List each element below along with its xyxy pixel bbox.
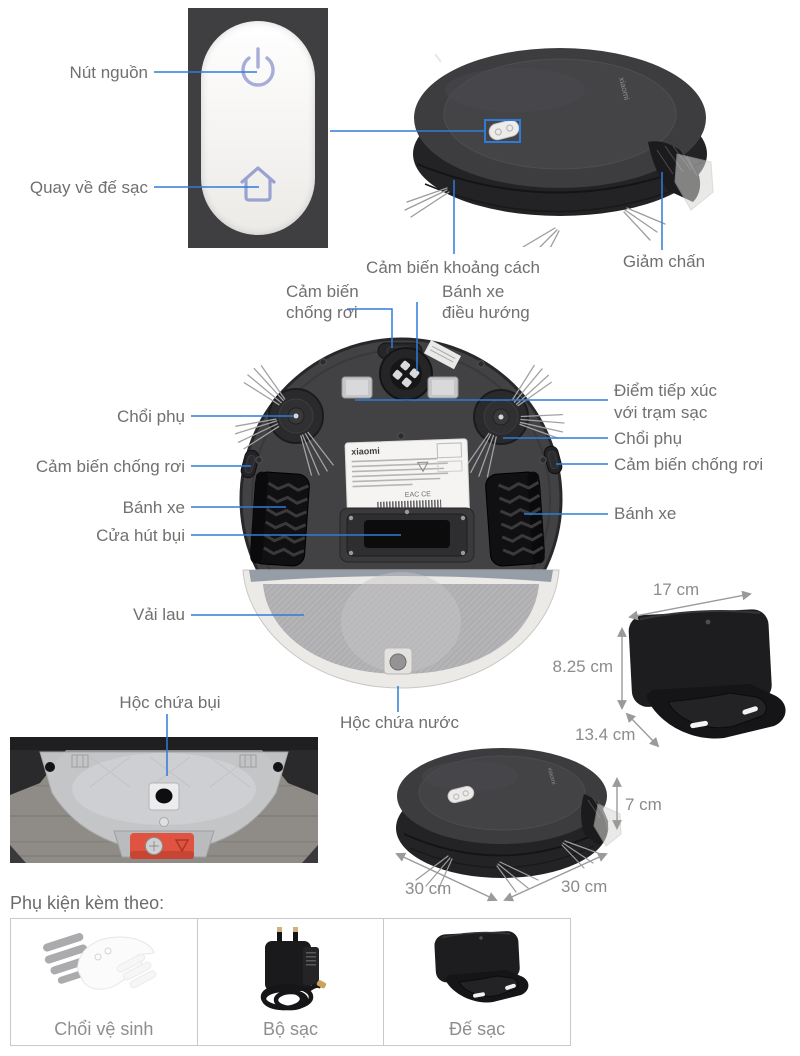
sticker-cert-marks: EAC CE bbox=[405, 491, 432, 499]
label-front-drop-sensor: Cảm biến chống rơi bbox=[286, 282, 359, 322]
suction-port bbox=[339, 507, 475, 563]
label-side-brush-left: Chổi phụ bbox=[116, 407, 185, 426]
accessories-heading: Phụ kiện kèm theo: bbox=[10, 893, 165, 913]
edge-drop-sensor-left bbox=[240, 449, 260, 479]
charging-contacts bbox=[341, 376, 459, 399]
power-icon bbox=[241, 47, 275, 87]
bin-button bbox=[148, 782, 180, 811]
side-brush-left bbox=[235, 365, 334, 476]
button-pill bbox=[201, 21, 315, 235]
top-buttons bbox=[447, 785, 475, 804]
spec-sticker: xiaomi EAC CE bbox=[344, 438, 471, 521]
dim-dock-depth: 13.4 cm bbox=[575, 725, 636, 744]
caster-wheel bbox=[379, 347, 433, 401]
cleaning-brush-icon bbox=[42, 933, 157, 990]
dim-robot-depth: 30 cm bbox=[561, 877, 608, 896]
side-brush-right bbox=[465, 364, 565, 478]
dock-photo bbox=[628, 609, 786, 739]
label-drop-sensor-right: Cảm biến chống rơi bbox=[614, 455, 764, 474]
accessory-charger: Bộ sạc bbox=[196, 919, 384, 1045]
label-mop-cloth: Vải lau bbox=[133, 605, 185, 624]
dim-robot-width: 30 cm bbox=[405, 879, 452, 898]
label-distance-sensor: Cảm biến khoảng cách bbox=[366, 258, 540, 277]
charger-icon bbox=[260, 927, 326, 1011]
home-icon bbox=[240, 166, 276, 202]
dim-dock-width: 17 cm bbox=[652, 580, 700, 599]
bin-clips bbox=[71, 754, 257, 768]
edge-drop-sensor-right bbox=[543, 445, 563, 475]
accessory-label: Chổi vệ sinh bbox=[54, 1019, 154, 1039]
label-power-button: Nút nguồn bbox=[69, 63, 148, 82]
button-closeup-panel bbox=[188, 8, 328, 248]
sticker-brand-text: xiaomi bbox=[351, 446, 380, 457]
label-wheel-right: Bánh xe bbox=[614, 504, 677, 523]
screws bbox=[255, 358, 547, 464]
dustbin-photo bbox=[10, 737, 318, 863]
dim-dock-height: 8.25 cm bbox=[552, 657, 613, 676]
side-brush-bristles bbox=[404, 187, 666, 247]
label-side-brush-right: Chổi phụ bbox=[614, 429, 683, 448]
accessory-dock: Đế sạc bbox=[383, 919, 570, 1045]
accessory-label: Bộ sạc bbox=[262, 1019, 319, 1039]
main-wheel-right bbox=[485, 471, 545, 567]
red-latch bbox=[130, 833, 194, 859]
label-suction-door: Cửa hút bụi bbox=[96, 526, 185, 545]
label-drop-sensor-left: Cảm biến chống rơi bbox=[35, 457, 185, 476]
bumper-clear-guard bbox=[674, 153, 714, 211]
power-cable bbox=[260, 983, 323, 1011]
label-wheel-left: Bánh xe bbox=[122, 498, 185, 517]
dim-robot-height: 7 cm bbox=[625, 795, 662, 814]
water-outlet bbox=[383, 647, 413, 675]
mop-plate bbox=[242, 569, 560, 689]
warning-sticker bbox=[423, 340, 462, 370]
accessory-label: Đế sạc bbox=[449, 1019, 506, 1039]
label-charge-contacts: Điểm tiếp xúc với trạm sạc bbox=[614, 381, 717, 422]
label-water-tank: Hộc chứa nước bbox=[340, 713, 459, 732]
accessory-cleaning-brush: Chổi vệ sinh bbox=[11, 919, 197, 1045]
label-dust-bin: Hộc chứa bụi bbox=[119, 693, 221, 712]
robot-top-view-photo: xiaomi bbox=[404, 48, 714, 247]
brand-logo: xiaomi bbox=[546, 767, 556, 785]
label-nav-wheel: Bánh xe điều hướng bbox=[442, 282, 530, 322]
label-bumper: Giảm chấn bbox=[622, 252, 706, 271]
main-wheel-left bbox=[250, 471, 310, 567]
dock-body bbox=[628, 609, 772, 707]
accessories-table: Chổi vệ sinh bbox=[10, 918, 571, 1046]
bin-ribs bbox=[89, 756, 251, 788]
dock-icon bbox=[434, 931, 529, 1003]
robot-bottom-view-photo: xiaomi EAC CE bbox=[235, 337, 565, 689]
label-return-dock: Quay về đế sạc bbox=[29, 178, 148, 197]
